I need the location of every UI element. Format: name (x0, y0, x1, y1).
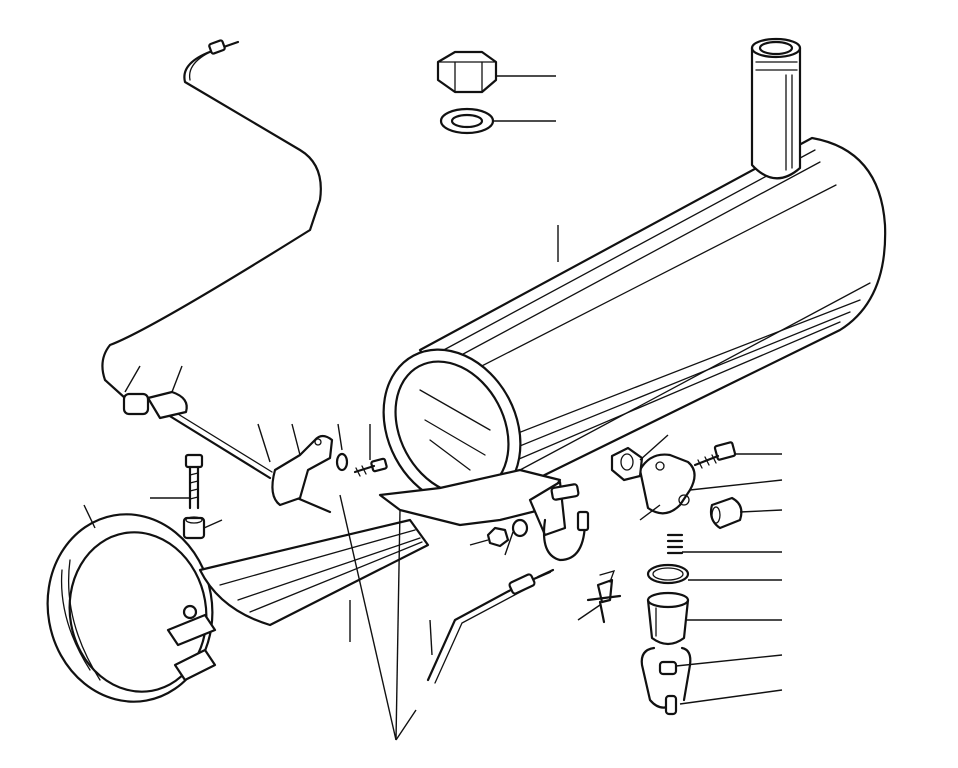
o-ring-icon (646, 563, 690, 585)
fuel-pipe (101, 39, 332, 514)
screw-icon (353, 457, 388, 477)
tank-support-bracket (378, 468, 567, 537)
filler-neck (750, 37, 802, 180)
union-nut-icon (610, 446, 644, 482)
sealing-washer-icon (439, 107, 495, 135)
nut-icon (182, 516, 206, 540)
sender-wire-icon (542, 483, 590, 562)
pipe-bracket-icon (271, 434, 334, 507)
bolt-icon (184, 453, 204, 510)
tap-body-icon (638, 453, 696, 515)
stirrup-clamp-icon (640, 646, 692, 716)
banjo-fitting-icon (709, 496, 743, 530)
tank-body (382, 136, 887, 508)
filler-cap-icon (436, 50, 498, 94)
small-nut-icon (486, 526, 510, 548)
tank-strap-icon (46, 513, 217, 703)
filter-bowl-icon (646, 591, 690, 646)
callout-leaders (83, 75, 783, 741)
tap-screw-icon (693, 441, 737, 469)
filter-element-icon (586, 570, 622, 624)
pipe-clip-icon (122, 390, 188, 420)
small-washer-icon (511, 518, 529, 538)
spring-washer-icon (335, 452, 349, 472)
heat-shield-icon (198, 518, 430, 627)
small-spring-icon (666, 533, 684, 555)
drain-pipe-icon (426, 568, 555, 684)
